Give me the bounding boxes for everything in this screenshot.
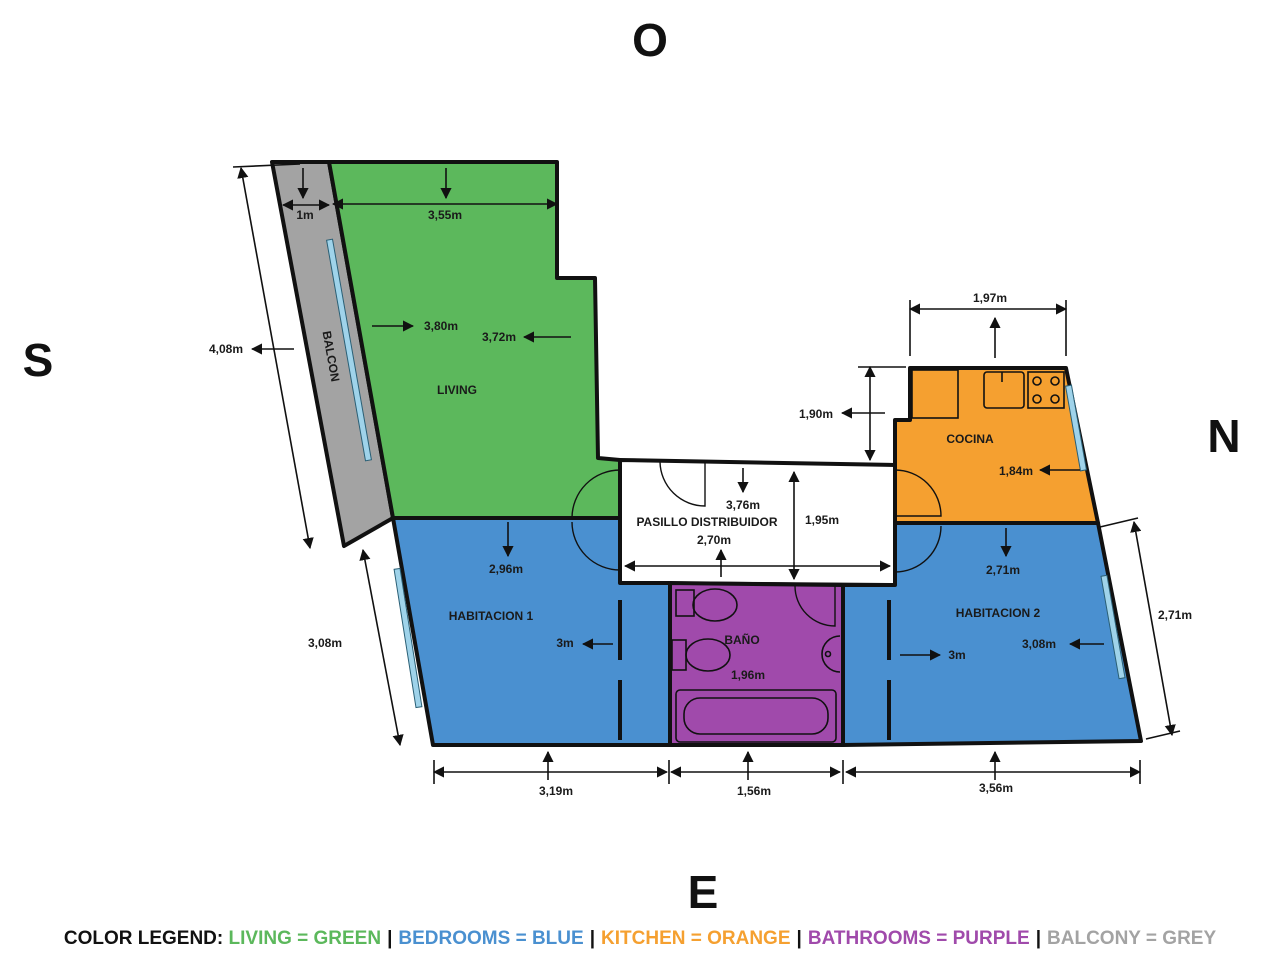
compass-east: E: [688, 866, 719, 918]
kitchen-counter: [911, 369, 1065, 419]
dim-hall-top: 3,76m: [726, 498, 760, 512]
legend-bedrooms: BEDROOMS = BLUE: [398, 928, 584, 949]
door-bedroom2: [894, 525, 942, 573]
dim-bedroom2-left: 3m: [948, 648, 965, 662]
dim-hall-height: 1,95m: [805, 513, 839, 527]
door-bedroom1: [571, 521, 621, 571]
dim-bedroom1-top: 2,96m: [489, 562, 523, 576]
living-label: LIVING: [437, 383, 477, 397]
kitchen-label: COCINA: [946, 432, 994, 446]
window-kitchen: [1064, 384, 1088, 472]
dim-bottom-mid: 1,56m: [737, 784, 771, 798]
dimension-lines: [232, 163, 1181, 784]
bedroom2-area: [841, 521, 1143, 747]
window-living: [326, 238, 372, 462]
dim-living-top: 3,55m: [428, 208, 462, 222]
door-living: [571, 469, 621, 519]
legend-separator: |: [796, 928, 802, 949]
bedroom1-label: HABITACION 1: [449, 609, 534, 623]
window-bedroom2: [1100, 574, 1126, 680]
bedroom2-label: HABITACION 2: [956, 606, 1041, 620]
legend-separator: |: [1035, 928, 1042, 949]
dim-bedroom2-outer: 2,71m: [1158, 608, 1192, 622]
dim-balcony-length: 4,08m: [209, 342, 243, 356]
color-legend: COLOR LEGEND: LIVING = GREEN|BEDROOMS = …: [0, 928, 1280, 950]
bathroom-label: BAÑO: [724, 632, 759, 647]
door-bathroom: [794, 585, 836, 627]
dim-kitchen-top: 1,97m: [973, 291, 1007, 305]
dim-hall-width: 2,70m: [697, 533, 731, 547]
legend-separator: |: [589, 928, 596, 949]
dim-bottom-right: 3,56m: [979, 781, 1013, 795]
legend-separator: |: [387, 928, 393, 949]
compass-west: O: [632, 14, 668, 66]
dim-bedroom1-right: 3m: [556, 636, 573, 650]
legend-balcony: BALCONY = GREY: [1047, 928, 1217, 949]
dim-bedroom2-right: 3,08m: [1022, 637, 1056, 651]
dim-bedroom2-top: 2,71m: [986, 563, 1020, 577]
dim-balcony-top: 1m: [296, 208, 313, 222]
dim-bottom-left: 3,19m: [539, 784, 573, 798]
dim-living-right: 3,72m: [482, 330, 516, 344]
dim-kitchen-left: 1,90m: [799, 407, 833, 421]
dim-bedroom1-left: 3,08m: [308, 636, 342, 650]
legend-living: LIVING = GREEN: [228, 928, 382, 949]
bathroom-area: [668, 581, 845, 747]
hall-label: PASILLO DISTRIBUIDOR: [636, 515, 777, 529]
compass-north: N: [1207, 410, 1240, 462]
dim-bathroom-mid: 1,96m: [731, 668, 765, 682]
legend-bathrooms: BATHROOMS = PURPLE: [807, 928, 1030, 949]
dim-kitchen-right: 1,84m: [999, 464, 1033, 478]
door-kitchen: [894, 469, 942, 517]
legend-kitchen: KITCHEN = ORANGE: [601, 928, 791, 949]
dim-living-left: 3,80m: [424, 319, 458, 333]
bathroom-fixtures: [671, 588, 841, 743]
compass-south: S: [23, 334, 54, 386]
door-entrance: [659, 461, 706, 507]
legend-title: COLOR LEGEND:: [63, 928, 224, 949]
